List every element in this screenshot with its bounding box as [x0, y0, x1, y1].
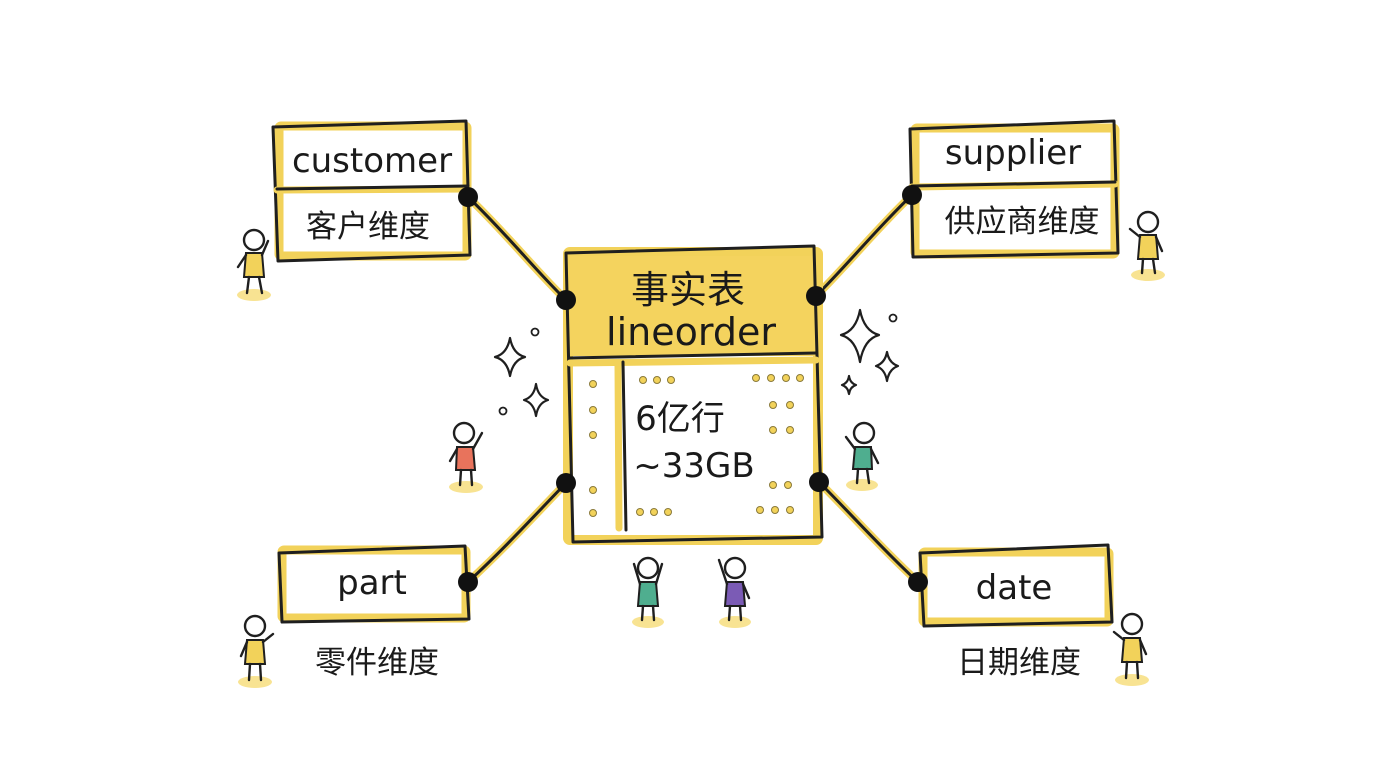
connector-dot-icon: [806, 286, 826, 306]
dimension-label-customer: 客户维度: [306, 209, 430, 245]
sparkle-icon: [522, 382, 550, 418]
connector-dot-icon: [902, 185, 922, 205]
connector-dots: [458, 185, 928, 592]
dimension-name-supplier: supplier: [945, 133, 1081, 173]
fact-table-label: 事实表: [631, 268, 745, 312]
fact-table-row-count: 6亿行: [635, 399, 725, 439]
dimension-label-date: 日期维度: [957, 645, 1081, 681]
stick-figure-icon: [632, 556, 664, 628]
stick-figure-icon: [717, 556, 751, 628]
dimension-name-part: part: [337, 563, 407, 603]
connector-dot-icon: [809, 472, 829, 492]
connector-dot-icon: [458, 572, 478, 592]
dimension-name-date: date: [976, 568, 1053, 608]
sparkle-icon: [874, 350, 900, 383]
fact-table-name: lineorder: [606, 310, 776, 354]
dimension-label-part: 零件维度: [315, 645, 439, 681]
dimension-box-date: date: [918, 543, 1114, 628]
dimension-box-customer: customer 客户维度: [271, 119, 472, 263]
connector-lines: [464, 191, 922, 586]
sparkle-icon: [839, 308, 881, 364]
dimension-name-customer: customer: [292, 141, 452, 181]
sparkle-icon: [493, 336, 527, 378]
stick-figure-icon: [236, 228, 271, 301]
fact-table-dot-pattern: [589, 374, 804, 517]
stick-figure-icon: [844, 421, 880, 491]
connector-dot-icon: [458, 187, 478, 207]
connector-dot-icon: [908, 572, 928, 592]
connector-dot-icon: [556, 473, 576, 493]
dimension-box-supplier: supplier 供应商维度: [908, 119, 1120, 259]
dimension-label-supplier: 供应商维度: [945, 204, 1100, 240]
fact-table-header: [570, 256, 816, 356]
connector-dot-icon: [556, 290, 576, 310]
stick-figure-icon: [448, 421, 484, 493]
stick-figure-icon: [1112, 612, 1149, 686]
stick-figure-icon: [238, 614, 275, 688]
fact-table-size: ~33GB: [633, 446, 754, 486]
dimension-box-part: part: [277, 544, 471, 624]
stick-figure-icon: [1128, 210, 1165, 281]
sparkle-icon: [840, 374, 858, 396]
fact-table-box: 事实表 lineorder 6亿行 ~33GB: [563, 244, 824, 545]
